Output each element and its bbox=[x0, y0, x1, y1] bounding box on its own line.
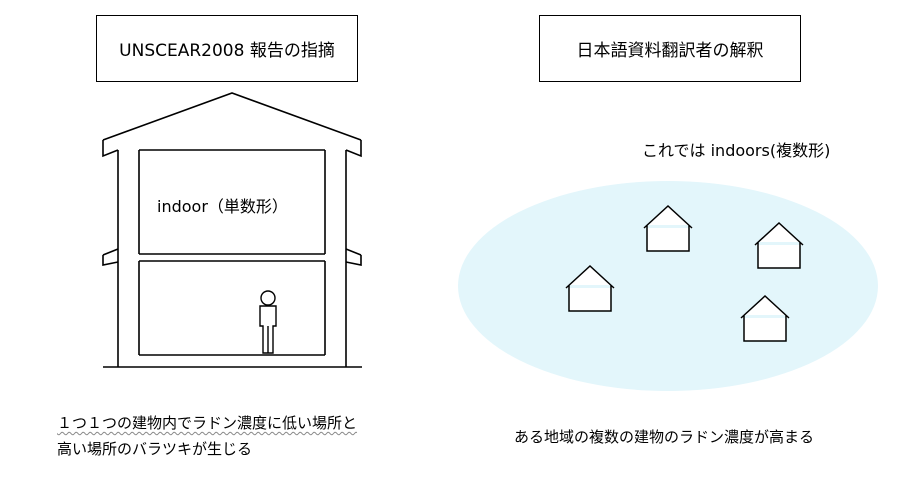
left-caption-line-2: 高い場所のバラツキが生じる bbox=[57, 440, 253, 458]
house-roof bbox=[102, 92, 362, 141]
right-title-box: 日本語資料翻訳者の解釈 bbox=[539, 15, 801, 82]
small-house-icon bbox=[643, 204, 693, 252]
small-house-icon bbox=[754, 221, 804, 269]
left-title-text: UNSCEAR2008 報告の指摘 bbox=[119, 41, 335, 61]
right-caption: ある地域の複数の建物のラドン濃度が高まる bbox=[514, 428, 815, 446]
indoors-label: これでは indoors(複数形) bbox=[642, 141, 831, 160]
right-title-text: 日本語資料翻訳者の解釈 bbox=[576, 41, 764, 61]
person-figure bbox=[259, 290, 277, 354]
left-title-box: UNSCEAR2008 報告の指摘 bbox=[96, 15, 358, 82]
small-houses-group bbox=[565, 204, 804, 342]
indoor-label: indoor（単数形） bbox=[157, 197, 288, 216]
left-caption-line-1: １つ１つの建物内でラドン濃度に低い場所と bbox=[57, 414, 358, 432]
two-story-house bbox=[102, 92, 362, 368]
small-house-icon bbox=[740, 294, 790, 342]
small-house-icon bbox=[565, 264, 615, 312]
